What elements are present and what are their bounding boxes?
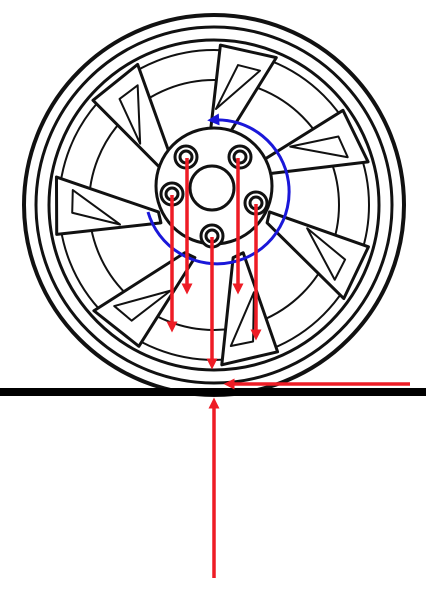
spoke-window-5 (113, 289, 172, 322)
spoke-6 (54, 175, 163, 236)
lug-nut-4 (243, 190, 269, 216)
spoke-window-2 (289, 135, 349, 159)
spoke-window-6 (71, 189, 121, 226)
lug-nut-1 (173, 144, 199, 170)
lug-nuts (159, 144, 269, 249)
spokes (54, 43, 370, 367)
rim-outer-ring (47, 38, 381, 372)
spoke-3 (265, 210, 370, 301)
force-arrows (166, 158, 410, 578)
spoke-window-7 (118, 84, 142, 145)
rotation-arrow-icon (146, 113, 291, 266)
spoke-window-4 (229, 291, 255, 347)
spoke-window-1 (214, 64, 262, 111)
lug-nut-2 (227, 144, 253, 170)
tire-inner-ring (34, 25, 394, 385)
center-bore (188, 164, 236, 212)
spoke-window-3 (306, 227, 347, 281)
